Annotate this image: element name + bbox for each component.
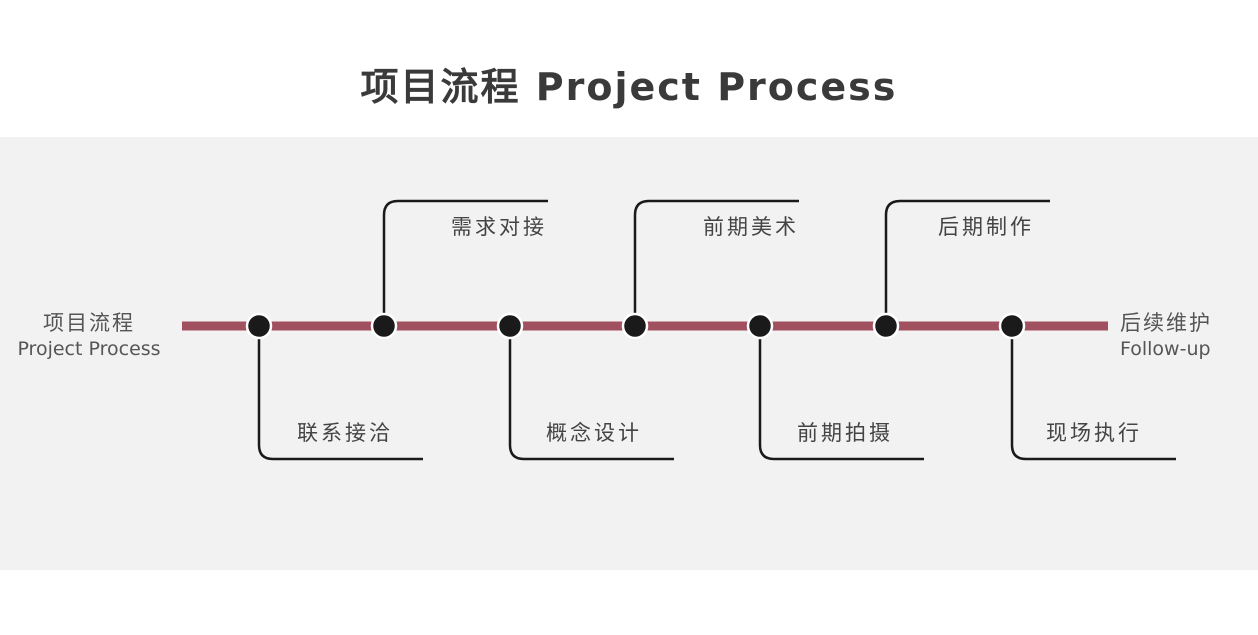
timeline-node-7: [998, 312, 1026, 340]
step-label-bottom-1: 联系接洽: [297, 421, 393, 445]
start-label-en: Project Process: [17, 338, 161, 360]
start-label-zh: 项目流程: [43, 311, 135, 335]
timeline-node-2: [370, 312, 398, 340]
timeline-node-4: [621, 312, 649, 340]
end-label-en: Follow-up: [1120, 338, 1211, 360]
timeline-node-5: [746, 312, 774, 340]
connector-down-7: [1010, 326, 1176, 461]
timeline-node-1: [245, 312, 273, 340]
step-label-top-3: 后期制作: [938, 215, 1034, 239]
connector-up-6: [884, 199, 1050, 326]
end-label: 后续维护 Follow-up: [1120, 310, 1250, 362]
start-label: 项目流程 Project Process: [12, 310, 166, 362]
step-label-bottom-4: 现场执行: [1046, 421, 1142, 445]
step-label-top-2: 前期美术: [703, 215, 799, 239]
connector-up-4: [633, 199, 799, 326]
timeline-node-3: [496, 312, 524, 340]
connector-down-3: [508, 326, 674, 461]
step-label-top-1: 需求对接: [451, 215, 547, 239]
connector-down-5: [758, 326, 924, 461]
connector-down-1: [257, 326, 423, 461]
timeline-svg: [182, 199, 1176, 461]
timeline-node-6: [872, 312, 900, 340]
page-title: 项目流程 Project Process: [360, 65, 898, 109]
process-diagram: 项目流程 Project Process 后续维护 Follow-up 需求对接…: [0, 137, 1258, 570]
end-label-zh: 后续维护: [1120, 311, 1212, 335]
step-label-bottom-2: 概念设计: [546, 421, 642, 445]
step-label-bottom-3: 前期拍摄: [797, 421, 893, 445]
connector-up-2: [382, 199, 548, 326]
